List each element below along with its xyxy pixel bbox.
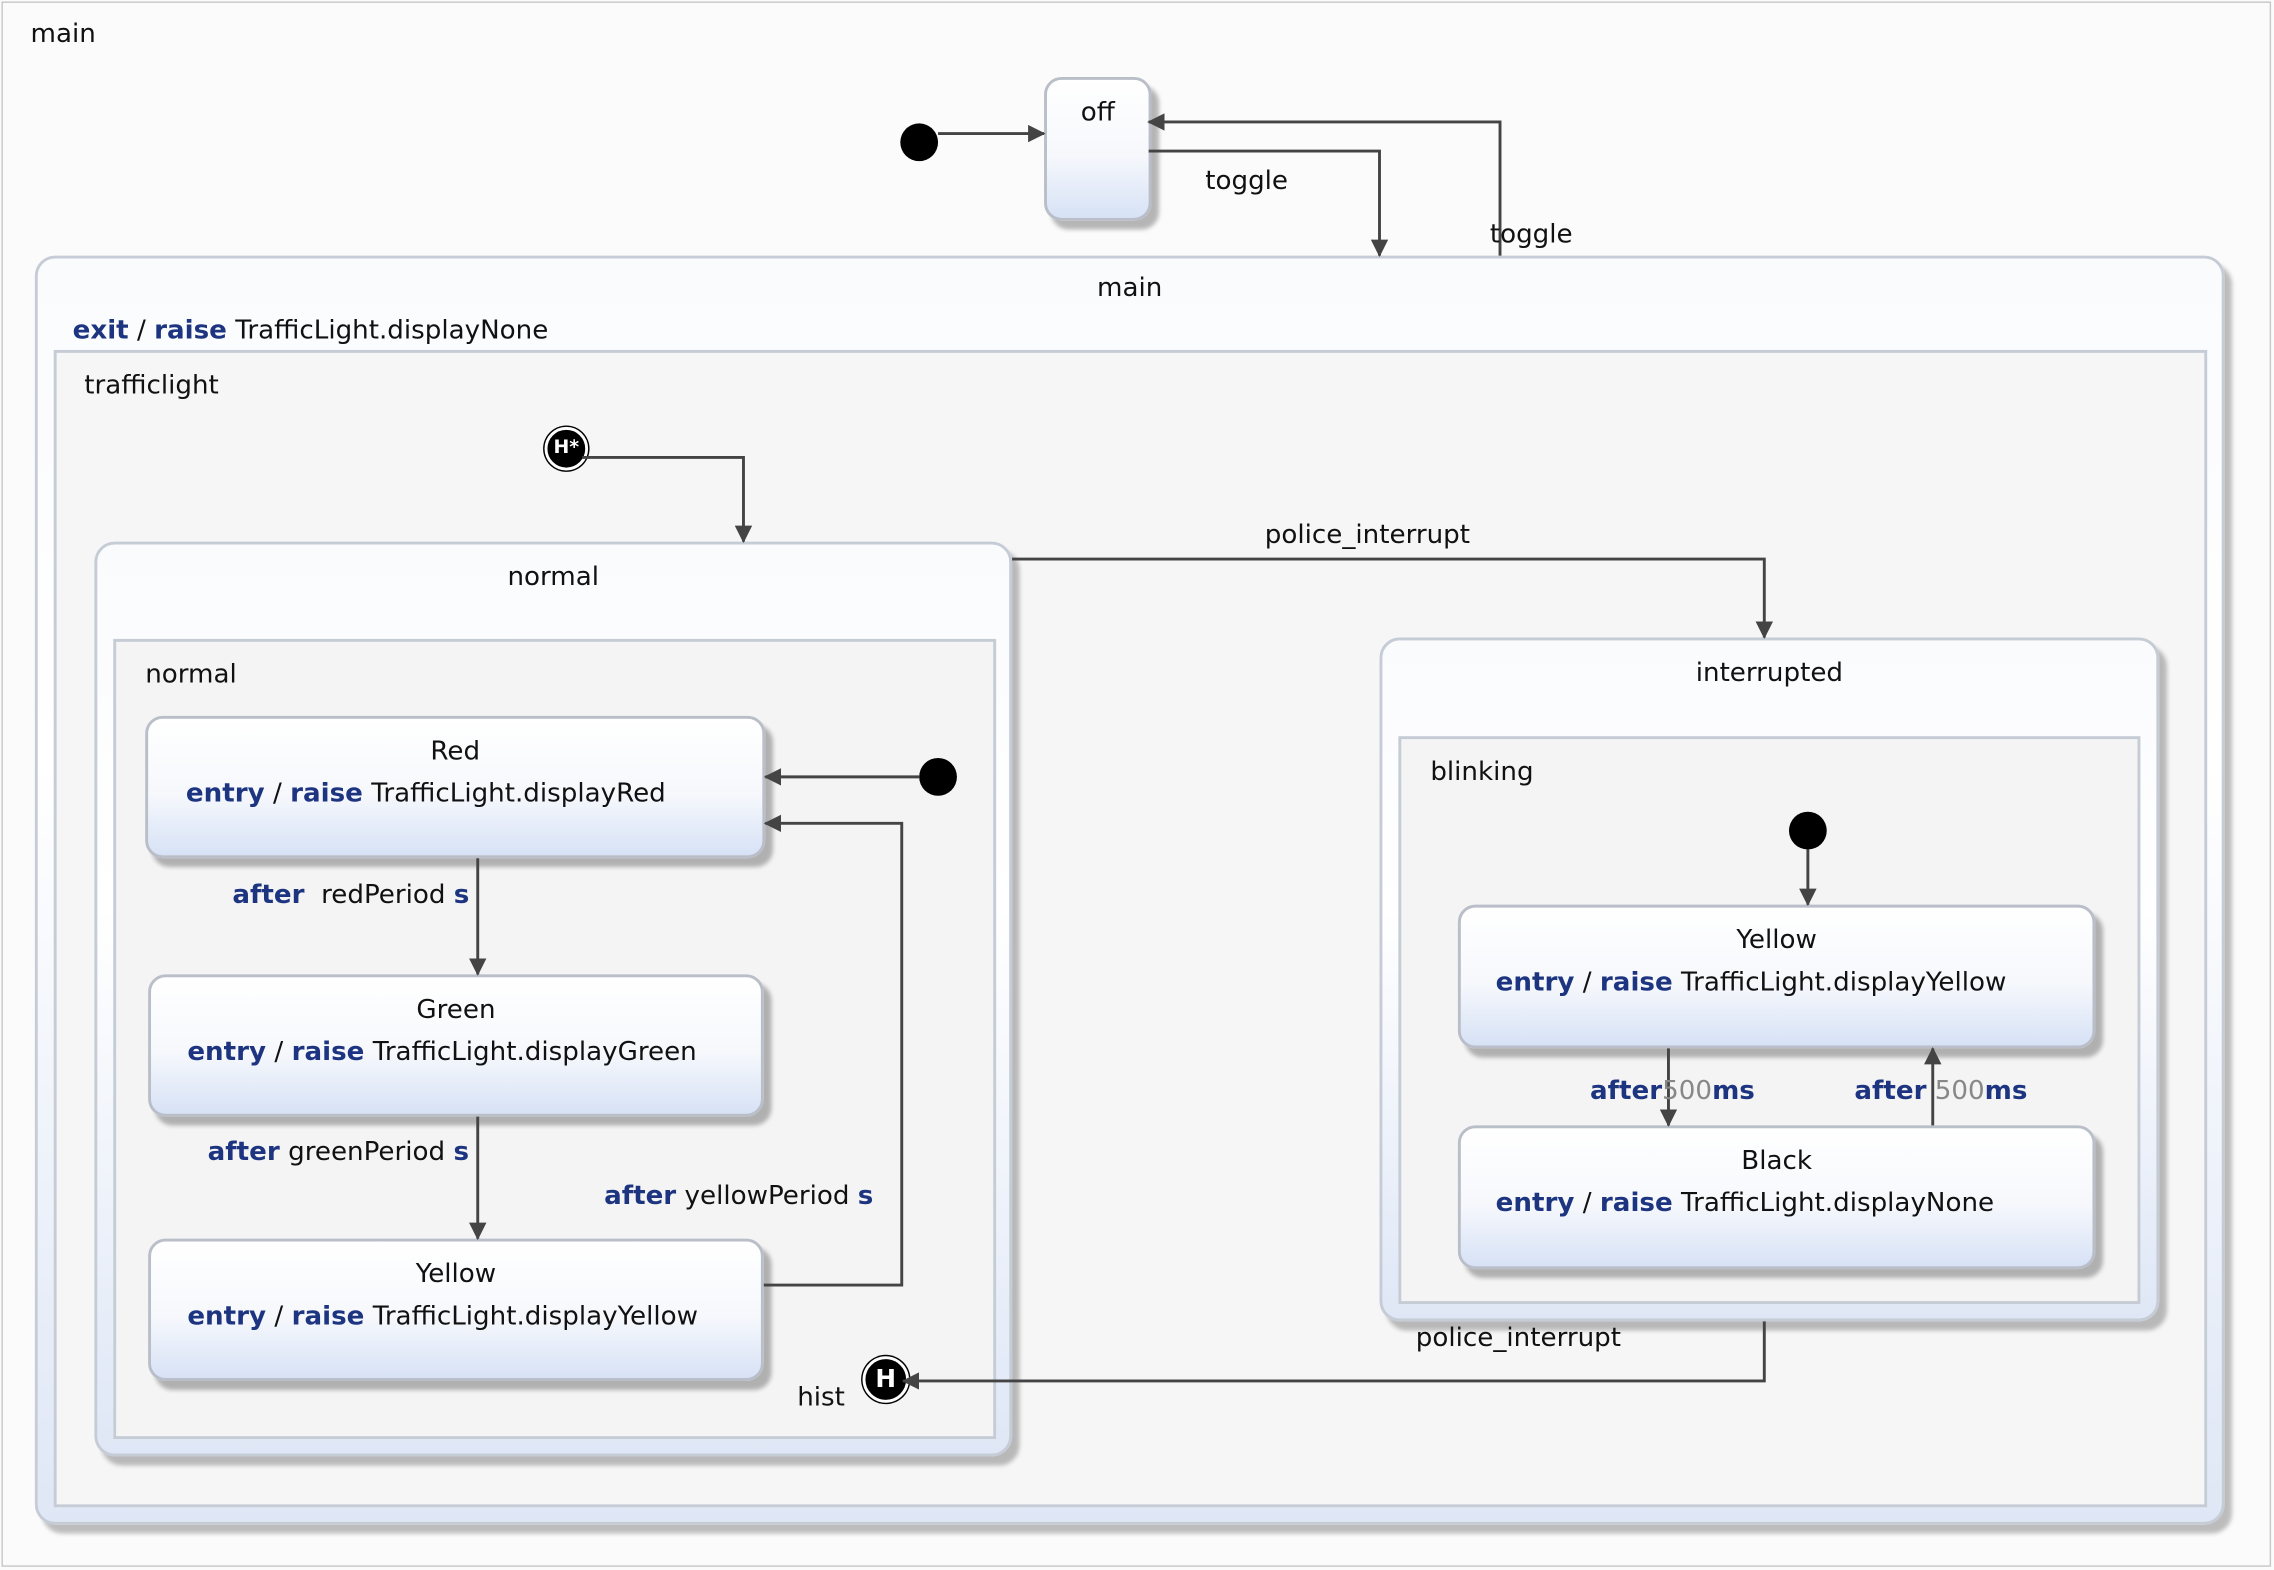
police-interrupt-in-label: police_interrupt [1264, 519, 1471, 551]
entry-keyword: entry [187, 1301, 267, 1332]
state-red-name: Red [430, 736, 481, 767]
transition-toggle-main-to-off[interactable] [1147, 113, 1502, 256]
entry-keyword: entry [1495, 967, 1575, 998]
history-label: hist [797, 1382, 845, 1413]
transition-toggle-off-to-main[interactable] [1148, 149, 1389, 258]
action-slash: / [274, 1301, 284, 1332]
state-blink-yellow-name: Yellow [1736, 924, 1817, 956]
red-to-green-label: after redPeriod s [232, 880, 469, 910]
transition-deep-history-to-normal[interactable] [582, 455, 753, 544]
region-blinking-label: blinking [1430, 756, 1534, 788]
entry-action-event: TrafficLight.displayYellow [372, 1301, 699, 1332]
exit-action-event: TrafficLight.displayNone [235, 315, 549, 346]
state-main-name: main [1097, 272, 1163, 304]
state-off[interactable]: off [1044, 76, 1152, 221]
action-slash: / [1582, 1187, 1592, 1219]
raise-keyword: raise [1599, 1187, 1673, 1219]
green-to-yellow-label: after greenPeriod s [208, 1137, 469, 1167]
transition-police-interrupt-out[interactable] [901, 1321, 1766, 1390]
timer-expression: yellowPeriod [684, 1180, 850, 1212]
exit-keyword: exit [72, 315, 129, 346]
timer-expression: redPeriod [321, 879, 446, 911]
yellow-to-red-label: after yellowPeriod s [604, 1181, 873, 1211]
action-slash: / [274, 1036, 284, 1068]
black-to-yellow-label: after 500ms [1854, 1076, 2027, 1106]
timer-value: 500 [1934, 1076, 1985, 1107]
region-normal-label: normal [145, 659, 237, 690]
entry-keyword: entry [1495, 1187, 1575, 1219]
after-keyword: after [207, 1136, 280, 1168]
after-keyword: after [232, 879, 305, 911]
region-trafficlight-label: trafficlight [84, 370, 219, 401]
deep-history-pseudostate[interactable]: H* [544, 426, 589, 471]
transition-yellow-to-red[interactable] [763, 814, 904, 1287]
entry-action-event: TrafficLight.displayGreen [372, 1036, 697, 1068]
green-entry-action: entry / raise TrafficLight.displayGreen [187, 1037, 696, 1067]
entry-action-event: TrafficLight.displayNone [1681, 1187, 1995, 1219]
timer-unit: ms [1712, 1076, 1755, 1107]
initial-pseudostate[interactable] [900, 123, 939, 162]
after-keyword: after [1854, 1076, 1927, 1107]
state-normal-name: normal [507, 561, 600, 593]
action-slash: / [1582, 967, 1592, 998]
raise-keyword: raise [291, 1301, 365, 1332]
state-black-name: Black [1741, 1145, 1812, 1177]
raise-keyword: raise [1599, 967, 1673, 998]
timer-unit: s [453, 879, 470, 911]
initial-pseudostate-normal[interactable] [919, 757, 957, 796]
action-slash: / [272, 778, 282, 809]
state-black[interactable]: Black entry / raise TrafficLight.display… [1457, 1125, 2096, 1270]
action-slash: / [136, 315, 146, 346]
state-interrupted-name: interrupted [1695, 657, 1844, 689]
timer-unit: ms [1984, 1076, 2028, 1107]
toggle-off-label: toggle [1489, 219, 1573, 250]
entry-keyword: entry [185, 778, 265, 809]
state-yellow-name: Yellow [415, 1258, 497, 1290]
blink-yellow-entry-action: entry / raise TrafficLight.displayYellow [1496, 967, 2007, 997]
timer-expression: greenPeriod [288, 1136, 446, 1168]
toggle-on-label: toggle [1205, 165, 1289, 197]
entry-keyword: entry [187, 1036, 267, 1068]
transition-police-interrupt-in[interactable] [1012, 557, 1774, 639]
shallow-history-pseudostate[interactable]: H [862, 1356, 910, 1403]
red-entry-action: entry / raise TrafficLight.displayRed [186, 778, 666, 808]
raise-keyword: raise [291, 1036, 365, 1068]
black-entry-action: entry / raise TrafficLight.displayNone [1496, 1188, 1994, 1218]
state-green[interactable]: Green entry / raise TrafficLight.display… [148, 974, 764, 1117]
state-green-name: Green [416, 994, 496, 1026]
police-interrupt-out-label: police_interrupt [1415, 1322, 1622, 1354]
raise-keyword: raise [154, 315, 227, 346]
state-red[interactable]: Red entry / raise TrafficLight.displayRe… [145, 715, 766, 859]
root-region-label: main [30, 18, 96, 50]
initial-pseudostate-blinking[interactable] [1788, 811, 1827, 850]
timer-value: 500 [1662, 1076, 1713, 1107]
state-blink-yellow[interactable]: Yellow entry / raise TrafficLight.displa… [1457, 904, 2096, 1049]
timer-unit: s [857, 1180, 874, 1212]
state-yellow[interactable]: Yellow entry / raise TrafficLight.displa… [148, 1238, 764, 1381]
entry-action-event: TrafficLight.displayYellow [1681, 967, 2007, 998]
after-keyword: after [604, 1180, 677, 1212]
after-keyword: after [1590, 1076, 1663, 1107]
main-exit-action: exit / raise TrafficLight.displayNone [73, 315, 549, 345]
timer-unit: s [453, 1136, 470, 1168]
yellow-to-black-label: after500ms [1590, 1076, 1755, 1106]
raise-keyword: raise [290, 778, 363, 809]
entry-action-event: TrafficLight.displayRed [371, 778, 666, 809]
yellow-entry-action: entry / raise TrafficLight.displayYellow [187, 1301, 698, 1331]
state-off-name: off [1080, 97, 1115, 128]
